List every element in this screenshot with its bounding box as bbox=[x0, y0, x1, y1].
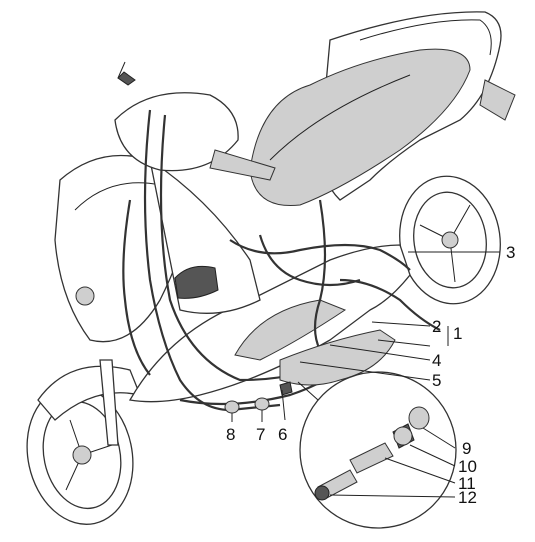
clip-6 bbox=[279, 381, 293, 396]
tail-light bbox=[479, 79, 516, 121]
handlebar-right bbox=[209, 149, 276, 181]
rear-grab-rail bbox=[359, 19, 492, 56]
grommet-8 bbox=[224, 400, 240, 414]
callout-3: 3 bbox=[506, 243, 515, 262]
callout-4: 4 bbox=[432, 351, 441, 370]
callout-10: 10 bbox=[458, 457, 477, 476]
part-11-sleeve bbox=[349, 442, 394, 474]
small-parts bbox=[224, 381, 293, 414]
callout-8: 8 bbox=[226, 425, 235, 444]
rear-wheel bbox=[399, 175, 501, 305]
callout-7: 7 bbox=[256, 425, 265, 444]
callout-6: 6 bbox=[278, 425, 287, 444]
seat bbox=[249, 48, 471, 207]
callout-5: 5 bbox=[432, 371, 441, 390]
front-badge-icon bbox=[75, 286, 95, 306]
engine-area bbox=[279, 329, 396, 386]
leader-lines bbox=[231, 251, 500, 498]
front-fork bbox=[99, 359, 119, 446]
mirror-stalk bbox=[117, 71, 136, 86]
callout-labels: 1 2 3 4 5 6 7 8 9 10 11 12 bbox=[226, 243, 515, 507]
grommet-7 bbox=[254, 397, 270, 411]
callout-9: 9 bbox=[462, 439, 471, 458]
part-9-cap bbox=[408, 406, 430, 430]
floorboard-insert bbox=[234, 299, 347, 361]
detail-magnifier bbox=[297, 371, 457, 529]
callout-12: 12 bbox=[458, 488, 477, 507]
callout-11: 11 bbox=[458, 474, 476, 493]
callout-1: 1 bbox=[453, 324, 462, 343]
front-mudguard bbox=[37, 365, 142, 421]
glove-box bbox=[174, 265, 219, 299]
callout-2: 2 bbox=[432, 317, 441, 336]
